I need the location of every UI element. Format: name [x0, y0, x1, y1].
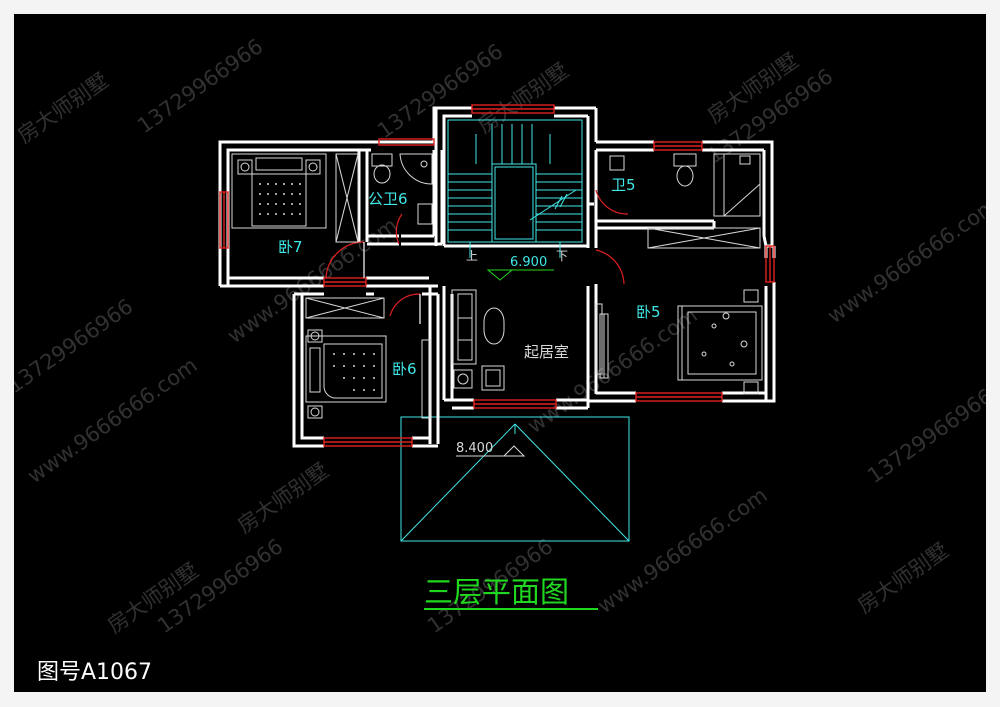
watermark-phone: 13729966966: [133, 34, 267, 138]
watermark-brand: 房大师别墅: [233, 458, 333, 538]
room-label-living: 起居室: [524, 343, 569, 361]
stair-up-label: 上: [466, 249, 478, 263]
staircase: [447, 119, 583, 258]
toilet-icon: [371, 153, 393, 167]
room-label-public-bath: 公卫6: [368, 190, 408, 208]
room-label-bedroom6: 卧6: [392, 360, 417, 378]
watermark-phone: 13729966966: [863, 384, 986, 488]
watermark-brand: 房大师别墅: [853, 538, 953, 618]
tv-cabinet-icon: [595, 303, 603, 375]
terrace-roof: [400, 416, 630, 542]
toilet-icon: [673, 153, 697, 167]
side-table-icon: [453, 369, 473, 389]
watermark-site: www.9666666.com: [523, 303, 702, 438]
room-label-bedroom5: 卧5: [636, 303, 661, 321]
elevation-terrace: 8.400: [456, 441, 493, 456]
sink-icon: [609, 155, 625, 171]
shower-icon: [399, 153, 433, 185]
stair-down-label: 下: [556, 249, 568, 263]
bed-icon: [305, 335, 387, 403]
room-labels: 卧7 公卫6 卫5 卧5 卧6 起居室: [278, 176, 661, 378]
watermark-layer: 13729966966 13729966966 13729966966 1372…: [14, 34, 986, 638]
drawing-number: 图号A1067: [31, 654, 159, 686]
furniture: [231, 153, 763, 419]
wardrobe-icon: [335, 153, 359, 243]
floor-plan-drawing: 13729966966 13729966966 13729966966 1372…: [14, 34, 986, 638]
elevation-marks: 6.900 8.400: [456, 255, 554, 457]
windows: [219, 104, 775, 447]
sink-icon: [417, 203, 433, 225]
bed-icon: [231, 153, 327, 229]
stair-annotations: 上 下: [466, 249, 568, 263]
room-label-bedroom7: 卧7: [278, 238, 303, 256]
tv-cabinet-icon: [421, 339, 431, 419]
shower-icon: [713, 153, 761, 217]
wardrobe-icon: [647, 227, 761, 249]
elevation-upper: 6.900: [510, 255, 547, 270]
plan-title: 三层平面图: [424, 575, 569, 609]
watermark-site: www.9666666.com: [823, 193, 986, 328]
doors: [325, 189, 629, 324]
watermark-site: www.9666666.com: [593, 483, 772, 618]
coffee-table-icon: [483, 307, 505, 345]
watermark-phone: 13729966966: [14, 294, 137, 398]
watermark-brand: 房大师别墅: [14, 68, 113, 148]
drawing-title: 三层平面图: [424, 575, 598, 610]
armchair-icon: [481, 365, 505, 391]
sofa-icon: [451, 289, 477, 365]
cad-canvas: 13729966966 13729966966 13729966966 1372…: [14, 14, 986, 692]
watermark-site: www.9666666.com: [223, 213, 402, 348]
room-label-bath5: 卫5: [611, 176, 636, 194]
wardrobe-icon: [305, 297, 385, 319]
